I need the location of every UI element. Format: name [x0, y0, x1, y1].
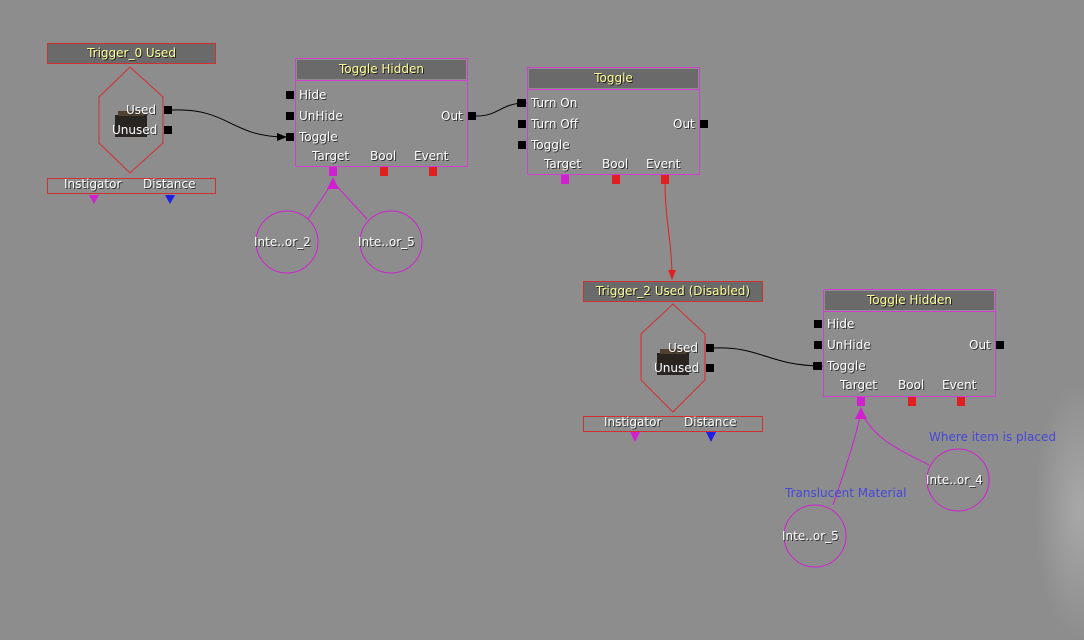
output-connector[interactable]: [706, 364, 714, 372]
variable-label: Bool: [898, 378, 925, 392]
target-connector[interactable]: [561, 175, 569, 184]
kismet-canvas[interactable]: [0, 0, 1084, 606]
output-connector[interactable]: [164, 106, 172, 114]
input-connector[interactable]: [286, 133, 294, 141]
object-var-circle[interactable]: [783, 504, 847, 568]
arrow-icon: [855, 407, 867, 419]
distance-link-icon[interactable]: [165, 195, 175, 204]
output-connector[interactable]: [996, 341, 1004, 349]
action-title: Toggle Hidden: [297, 60, 466, 79]
input-label: Hide: [299, 88, 327, 102]
variable-label: Event: [942, 378, 977, 392]
action-node-toggle[interactable]: [527, 67, 700, 175]
event-connector[interactable]: [957, 397, 965, 406]
object-var-circle[interactable]: [255, 210, 319, 274]
action-node-toggle-hidden[interactable]: [295, 58, 468, 167]
output-label: Out: [441, 109, 463, 123]
divider: [824, 311, 995, 312]
object-var-label: Inte..or_5: [358, 235, 415, 249]
arrow-icon: [327, 177, 339, 189]
object-var-label: Inte..or_4: [926, 473, 983, 487]
action-node-toggle-hidden[interactable]: [823, 289, 996, 397]
variable-label: Distance: [684, 415, 737, 429]
variable-label: Bool: [602, 157, 629, 171]
divider: [296, 80, 467, 81]
variable-label: Instigator: [604, 415, 662, 429]
output-label: Used: [668, 341, 699, 355]
object-var-label: Inte..or_5: [782, 529, 839, 543]
instigator-link-icon[interactable]: [630, 432, 640, 442]
wire-used2-to-toggle[interactable]: [713, 347, 823, 370]
object-var-circle[interactable]: [359, 210, 423, 274]
variable-label: Event: [646, 157, 681, 171]
variable-label: Bool: [370, 149, 397, 163]
action-title: Toggle: [529, 69, 698, 88]
input-connector[interactable]: [814, 320, 822, 328]
input-label: Hide: [827, 317, 855, 331]
comment-translucent-material: Translucent Material: [785, 486, 907, 500]
input-connector[interactable]: [814, 362, 822, 370]
output-connector[interactable]: [700, 120, 708, 128]
variable-label: Event: [414, 149, 449, 163]
input-connector[interactable]: [518, 99, 526, 107]
input-connector[interactable]: [518, 120, 526, 128]
output-label: Out: [969, 338, 991, 352]
event-variable-bar: [583, 416, 763, 432]
trigger-used-icon: [115, 111, 147, 137]
var-link: [332, 181, 368, 220]
wire-event-to-trigger2[interactable]: [664, 183, 676, 280]
var-link: [860, 411, 930, 466]
instigator-link-icon[interactable]: [89, 195, 99, 204]
var-link: [832, 411, 862, 506]
target-connector[interactable]: [329, 167, 337, 176]
object-var-circle[interactable]: [926, 448, 990, 512]
bool-connector[interactable]: [380, 167, 388, 176]
event-title[interactable]: Trigger_0 Used: [47, 43, 216, 64]
bool-connector[interactable]: [908, 397, 916, 406]
event-variable-bar: [47, 178, 216, 194]
output-label: Unused: [112, 123, 158, 137]
input-label: Toggle: [299, 130, 338, 144]
event-connector[interactable]: [429, 167, 437, 176]
comment-where-item-placed: Where item is placed: [929, 430, 1056, 444]
output-connector[interactable]: [164, 126, 172, 134]
variable-label: Distance: [143, 177, 196, 191]
bool-connector[interactable]: [612, 175, 620, 184]
output-label: Out: [673, 117, 695, 131]
distance-link-icon[interactable]: [706, 432, 716, 442]
output-connector[interactable]: [706, 344, 714, 352]
input-label: Turn On: [531, 96, 578, 110]
variable-label: Target: [544, 157, 582, 171]
target-connector[interactable]: [857, 397, 865, 406]
input-label: UnHide: [299, 109, 343, 123]
input-label: Toggle: [531, 138, 570, 152]
action-title: Toggle Hidden: [825, 291, 994, 310]
canvas-shading: [1034, 380, 1084, 640]
variable-label: Instigator: [64, 177, 122, 191]
event-title[interactable]: Trigger_2 Used (Disabled): [583, 281, 763, 302]
event-connector[interactable]: [661, 175, 669, 184]
event-hexagon-2[interactable]: [640, 303, 706, 413]
event-hexagon-1[interactable]: [98, 66, 164, 174]
input-connector[interactable]: [518, 141, 526, 149]
divider: [528, 89, 699, 90]
output-label: Unused: [654, 361, 700, 375]
variable-label: Target: [312, 149, 350, 163]
input-label: Toggle: [827, 359, 866, 373]
input-connector[interactable]: [814, 341, 822, 349]
trigger-used-icon: [657, 349, 689, 375]
input-label: Turn Off: [531, 117, 578, 131]
wire-used-to-toggle[interactable]: [171, 109, 287, 141]
input-connector[interactable]: [286, 112, 294, 120]
input-label: UnHide: [827, 338, 871, 352]
object-var-label: Inte..or_2: [254, 235, 311, 249]
output-connector[interactable]: [468, 112, 476, 120]
variable-label: Target: [840, 378, 878, 392]
input-connector[interactable]: [286, 91, 294, 99]
output-label: Used: [126, 103, 157, 117]
